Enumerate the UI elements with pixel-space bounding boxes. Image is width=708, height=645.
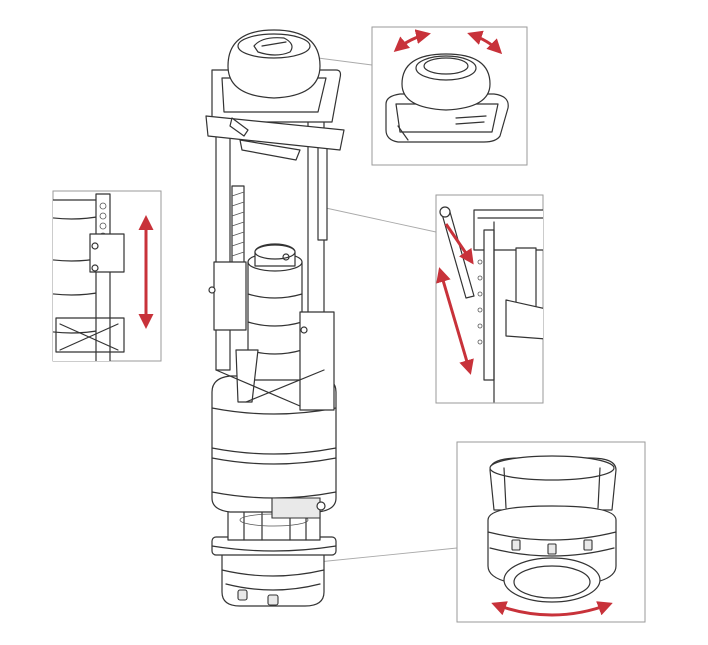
- leader-lines: [311, 57, 458, 563]
- ratchet-teeth: [231, 191, 245, 257]
- leader-cap: [317, 57, 373, 66]
- detail-cap-rotation: [371, 26, 528, 166]
- push-button-cap: [227, 29, 321, 99]
- base-rotate-arrow: [491, 601, 613, 617]
- base-seal: [211, 536, 337, 607]
- rod-long-arrow: [436, 267, 474, 375]
- rod-short-arrow: [444, 223, 474, 265]
- leader-base: [317, 547, 458, 563]
- rod-teeth: [477, 259, 483, 345]
- rotate-left-arrow: [393, 29, 431, 52]
- leader-rod: [311, 204, 437, 233]
- flush-valve-assembly: [205, 29, 345, 607]
- detail-height-adjust: [52, 190, 162, 362]
- rotate-right-arrow: [467, 30, 503, 55]
- detail-rod-adjust: [435, 194, 544, 404]
- detail-base-rotation: [456, 441, 646, 623]
